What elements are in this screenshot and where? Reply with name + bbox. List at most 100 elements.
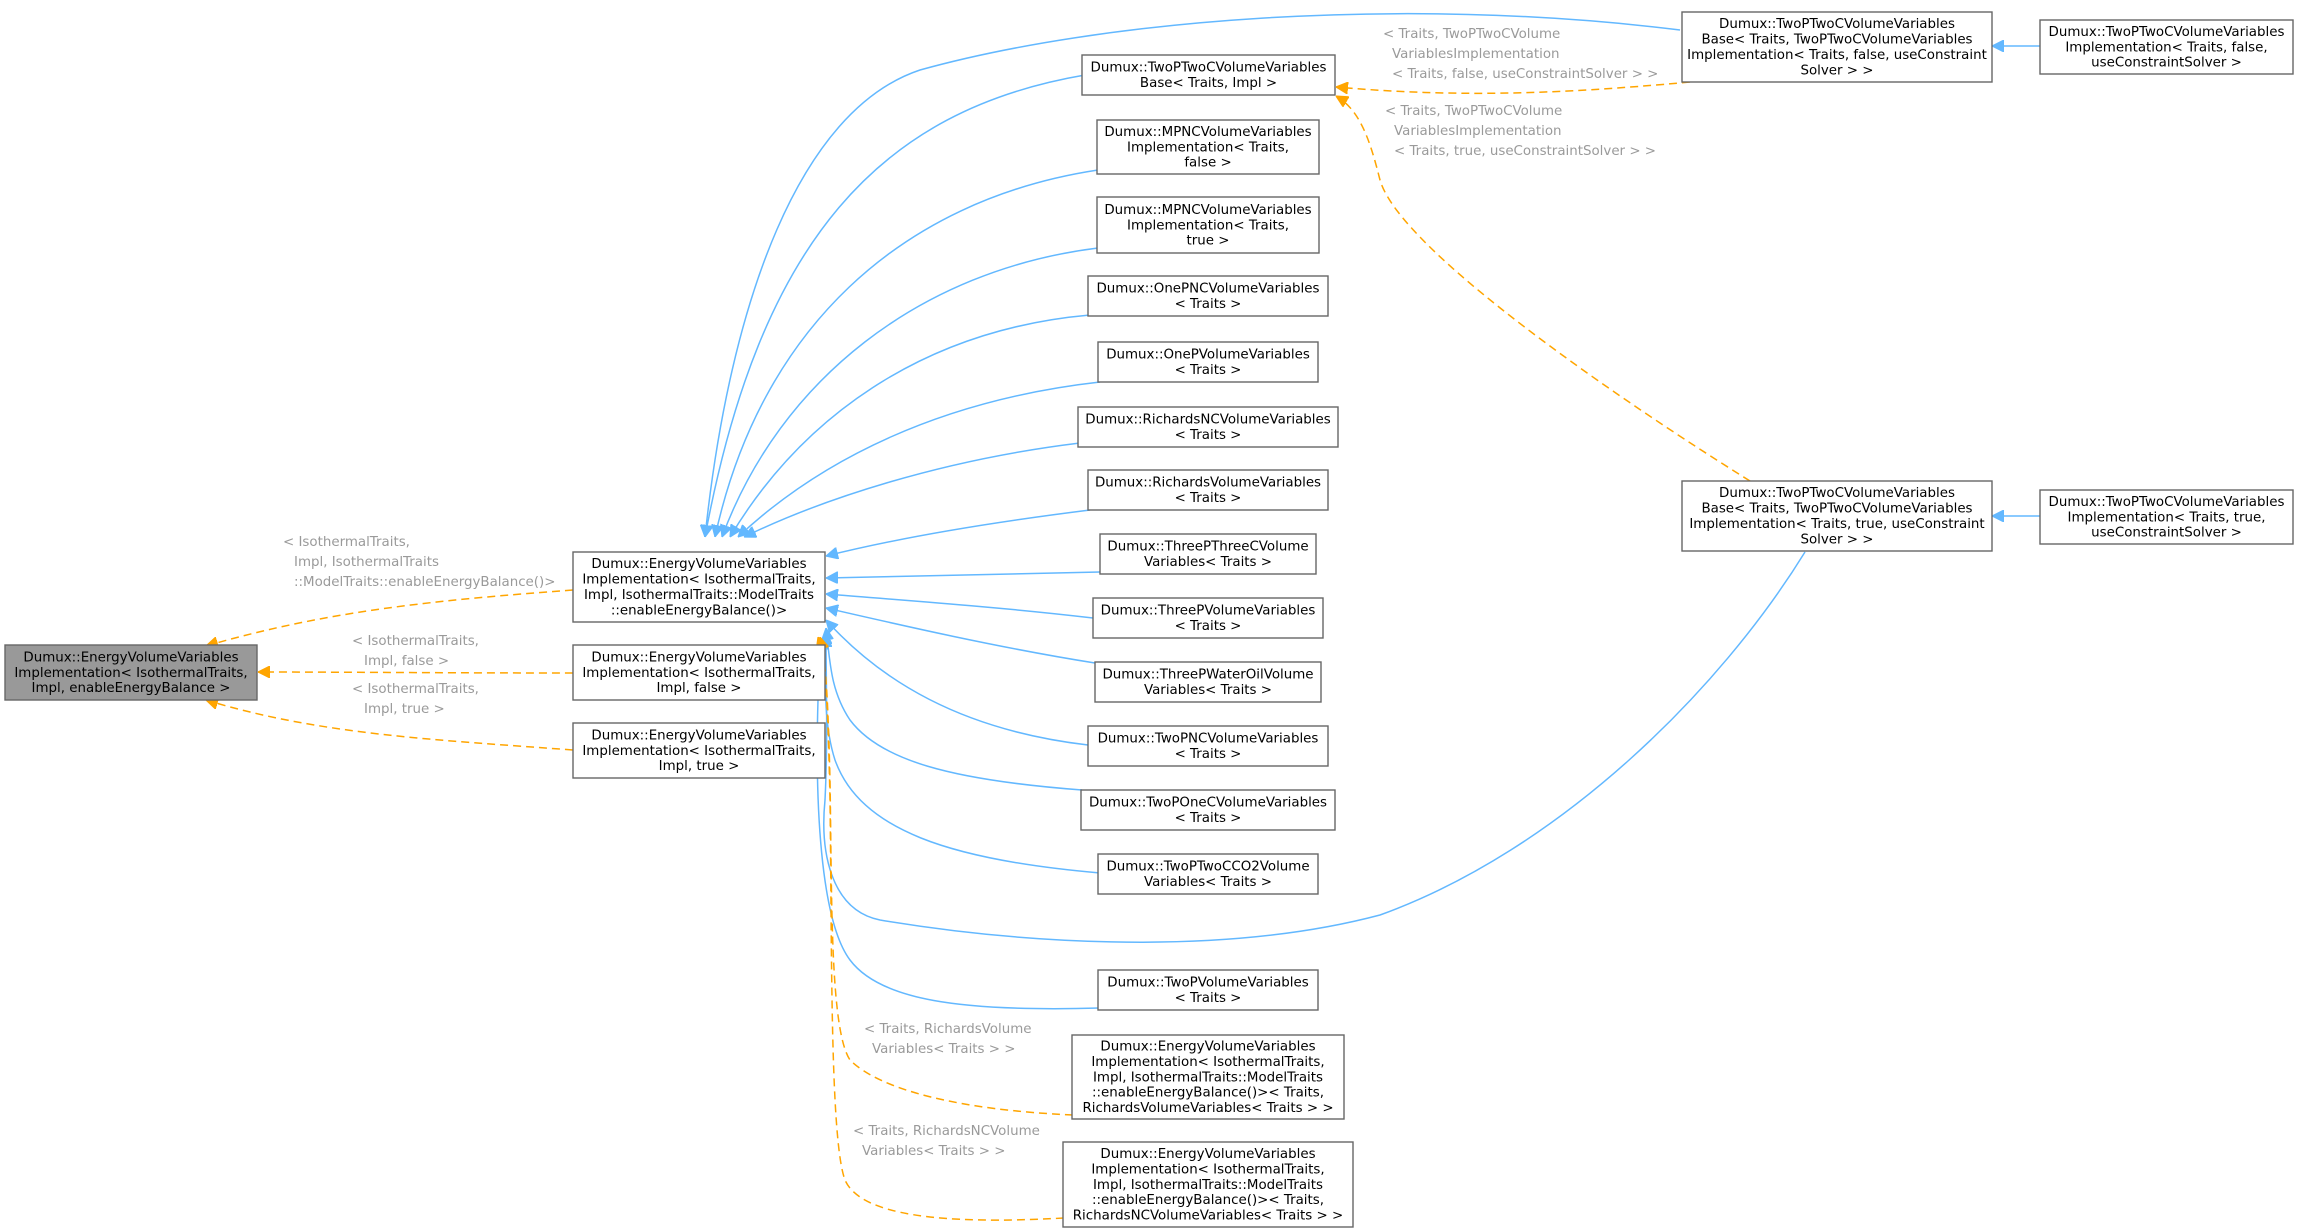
class-node-twopnc[interactable]: Dumux::TwoPNCVolumeVariables< Traits >	[1087, 725, 1329, 767]
edges	[206, 12, 2040, 1221]
class-name-line: Impl, IsothermalTraits::ModelTraits	[584, 588, 814, 603]
class-name-line: useConstraintSolver >	[2091, 56, 2242, 71]
edge-mpnc-true-to-evv	[722, 247, 1099, 537]
class-node-twop[interactable]: Dumux::TwoPVolumeVariables< Traits >	[1097, 969, 1319, 1011]
class-box	[1097, 969, 1319, 1011]
class-name-line: Base< Traits, TwoPTwoCVolumeVariables	[1701, 33, 1972, 48]
class-name-line: Dumux::TwoPTwoCVolumeVariables	[1091, 61, 1327, 76]
class-box	[1681, 11, 1993, 83]
class-name-line: Solver > >	[1800, 63, 1873, 78]
class-name-line: < Traits >	[1175, 491, 1242, 506]
class-name-line: Dumux::TwoPTwoCCO2Volume	[1106, 860, 1309, 875]
edge-twop2c-base-true-to-evv	[824, 551, 1806, 943]
class-box	[1099, 533, 1317, 575]
class-name-line: Implementation< IsothermalTraits,	[582, 744, 815, 759]
class-box	[4, 644, 258, 701]
class-node-twop1c[interactable]: Dumux::TwoPOneCVolumeVariables< Traits >	[1080, 789, 1336, 831]
class-name-line: Dumux::EnergyVolumeVariables	[1100, 1040, 1315, 1055]
class-node-mpnc-false[interactable]: Dumux::MPNCVolumeVariablesImplementation…	[1096, 119, 1320, 175]
class-name-line: < Traits >	[1175, 363, 1242, 378]
class-name-line: RichardsVolumeVariables< Traits > >	[1082, 1101, 1333, 1116]
edge-twop1c-to-evv	[826, 628, 1083, 791]
edge-label-twop2c-false: < Traits, TwoPTwoCVolume VariablesImplem…	[1383, 27, 1658, 82]
class-name-line: < Traits >	[1175, 297, 1242, 312]
edge-threep3c-to-evv	[826, 571, 1101, 578]
edge-label-evv-model: < IsothermalTraits, Impl, IsothermalTrai…	[283, 535, 555, 590]
class-node-root[interactable]: Dumux::EnergyVolumeVariablesImplementati…	[4, 644, 258, 701]
class-name-line: Dumux::TwoPTwoCVolumeVariables	[2049, 25, 2285, 40]
class-node-mpnc-true[interactable]: Dumux::MPNCVolumeVariablesImplementation…	[1096, 196, 1320, 254]
class-name-line: Implementation< Traits, true,	[2068, 510, 2266, 525]
class-name-line: Implementation< Traits,	[1127, 140, 1289, 155]
class-name-line: Variables< Traits >	[1144, 555, 1272, 570]
class-name-line: Dumux::TwoPTwoCVolumeVariables	[2049, 495, 2285, 510]
class-box	[1062, 1141, 1354, 1228]
edge-twop2c-base-false-to-base	[1336, 82, 1691, 95]
class-box	[1080, 789, 1336, 831]
nodes: Dumux::EnergyVolumeVariablesImplementati…	[4, 11, 2294, 1228]
edge-label-richards: < Traits, RichardsVolume Variables< Trai…	[864, 1022, 1036, 1057]
class-name-line: Implementation< Traits, true, useConstra…	[1689, 517, 1984, 532]
edge-evv-true-to-root	[206, 700, 574, 751]
edge-label-evv-false: < IsothermalTraits, Impl, false >	[352, 634, 483, 669]
class-node-onepnc[interactable]: Dumux::OnePNCVolumeVariables< Traits >	[1087, 275, 1329, 317]
class-name-line: Implementation< IsothermalTraits,	[1091, 1055, 1324, 1070]
edge-twopnc-to-evv	[826, 620, 1089, 746]
class-name-line: ::enableEnergyBalance()>< Traits,	[1092, 1086, 1324, 1101]
class-name-line: Dumux::EnergyVolumeVariables	[1100, 1147, 1315, 1162]
class-name-line: Impl, IsothermalTraits::ModelTraits	[1093, 1070, 1323, 1085]
class-name-line: Dumux::TwoPNCVolumeVariables	[1098, 732, 1319, 747]
class-node-onep[interactable]: Dumux::OnePVolumeVariables< Traits >	[1097, 341, 1319, 383]
class-name-line: Implementation< Traits,	[1127, 218, 1289, 233]
class-node-twop2c-impl-true[interactable]: Dumux::TwoPTwoCVolumeVariablesImplementa…	[2039, 489, 2294, 545]
class-name-line: Implementation< IsothermalTraits,	[1091, 1162, 1324, 1177]
class-name-line: Dumux::EnergyVolumeVariables	[23, 650, 238, 665]
class-name-line: ::enableEnergyBalance()>	[611, 603, 787, 618]
class-name-line: Implementation< IsothermalTraits,	[14, 666, 247, 681]
class-node-threep[interactable]: Dumux::ThreePVolumeVariables< Traits >	[1092, 597, 1324, 639]
class-name-line: Dumux::EnergyVolumeVariables	[591, 557, 806, 572]
class-node-evv-false[interactable]: Dumux::EnergyVolumeVariablesImplementati…	[572, 644, 826, 701]
class-name-line: Impl, true >	[659, 759, 740, 774]
class-box	[1096, 196, 1320, 254]
class-name-line: < Traits >	[1175, 747, 1242, 762]
edge-twop-to-evv	[817, 637, 1101, 1010]
class-node-richards[interactable]: Dumux::RichardsVolumeVariables< Traits >	[1087, 469, 1329, 511]
class-box	[1094, 661, 1322, 703]
edge-richards-to-evv	[826, 509, 1091, 556]
edge-evv-richardsnc-to-evv	[818, 637, 1065, 1221]
class-name-line: Dumux::RichardsNCVolumeVariables	[1085, 413, 1330, 428]
class-node-evv-richardsnc[interactable]: Dumux::EnergyVolumeVariablesImplementati…	[1062, 1141, 1354, 1228]
class-name-line: Impl, false >	[656, 681, 741, 696]
class-name-line: Implementation< Traits, false, useConstr…	[1687, 48, 1987, 63]
class-name-line: Dumux::TwoPTwoCVolumeVariables	[1719, 17, 1955, 32]
class-box	[572, 551, 826, 623]
edge-label-evv-true: < IsothermalTraits, Impl, true >	[352, 682, 483, 717]
edge-evv-false-to-root	[258, 672, 574, 673]
edge-onep-to-evv	[738, 381, 1101, 537]
class-node-richardsnc[interactable]: Dumux::RichardsNCVolumeVariables< Traits…	[1077, 406, 1339, 448]
class-name-line: < Traits >	[1175, 811, 1242, 826]
class-name-line: Implementation< IsothermalTraits,	[582, 573, 815, 588]
class-node-evv-richards[interactable]: Dumux::EnergyVolumeVariablesImplementati…	[1071, 1034, 1345, 1120]
class-name-line: Dumux::EnergyVolumeVariables	[591, 650, 806, 665]
class-name-line: Dumux::TwoPVolumeVariables	[1107, 976, 1308, 991]
class-name-line: Dumux::MPNCVolumeVariables	[1104, 125, 1311, 140]
class-name-line: Base< Traits, TwoPTwoCVolumeVariables	[1701, 502, 1972, 517]
class-box	[1681, 480, 1993, 552]
class-node-twop2c-impl-false[interactable]: Dumux::TwoPTwoCVolumeVariablesImplementa…	[2039, 19, 2294, 75]
class-name-line: Dumux::OnePVolumeVariables	[1106, 348, 1310, 363]
class-node-evv-true[interactable]: Dumux::EnergyVolumeVariablesImplementati…	[572, 722, 826, 779]
class-node-evv-model[interactable]: Dumux::EnergyVolumeVariablesImplementati…	[572, 551, 826, 623]
class-name-line: Impl, IsothermalTraits::ModelTraits	[1093, 1178, 1323, 1193]
class-box	[1097, 341, 1319, 383]
class-name-line: < Traits >	[1175, 619, 1242, 634]
class-name-line: Dumux::RichardsVolumeVariables	[1095, 476, 1321, 491]
